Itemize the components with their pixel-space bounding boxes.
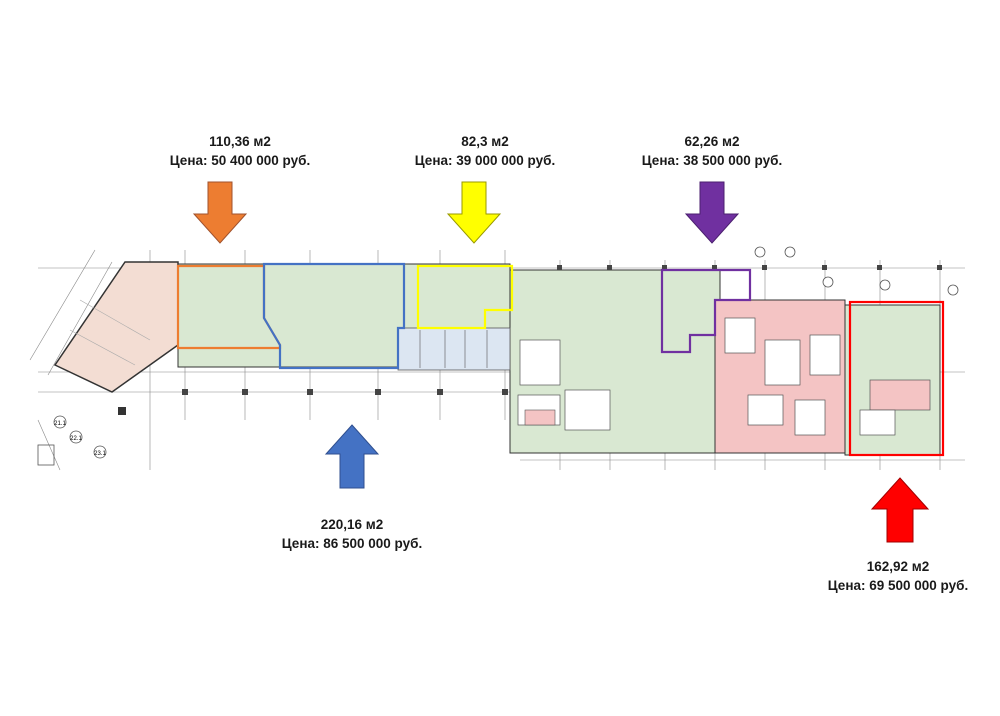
pointer-arrows [192,181,930,543]
unit-label-yellow: 82,3 м2 Цена: 39 000 000 руб. [395,132,575,170]
left-wing [29,249,179,415]
unit-outline-red [848,300,945,457]
unit-area: 220,16 м2 [320,517,384,532]
unit-price: Цена: 39 000 000 руб. [414,153,556,168]
unit-price: Цена: 38 500 000 руб. [641,153,783,168]
columns [182,265,942,395]
axis-label: 22.1 [70,436,82,442]
pink-zone [714,299,941,456]
unit-outlines [176,262,945,457]
unit-area: 82,3 м2 [461,134,509,149]
axis-label: 21.1 [54,421,66,427]
unit-label-purple: 62,26 м2 Цена: 38 500 000 руб. [622,132,802,170]
arrow-down-purple-icon [684,181,740,244]
corner-block: 21.1 22.1 23.1 [37,415,106,471]
arrow-down-yellow-icon [446,181,502,244]
axis-markers [754,246,959,296]
unit-price: Цена: 69 500 000 руб. [827,578,969,593]
unit-label-orange: 110,36 м2 Цена: 50 400 000 руб. [150,132,330,170]
unit-area: 162,92 м2 [866,559,930,574]
unit-price: Цена: 50 400 000 руб. [169,153,311,168]
arrow-up-blue-icon [324,424,380,489]
unit-area: 62,26 м2 [684,134,740,149]
arrow-up-red-icon [870,477,930,543]
axis-label: 23.1 [94,451,106,457]
unit-outline-purple [660,268,752,354]
unit-outline-blue [262,262,406,370]
unit-price: Цена: 86 500 000 руб. [281,536,423,551]
green-zone [177,263,721,454]
arrow-down-orange-icon [192,181,248,244]
unit-label-red: 162,92 м2 Цена: 69 500 000 руб. [808,557,988,595]
unit-label-blue: 220,16 м2 Цена: 86 500 000 руб. [262,515,442,553]
unit-area: 110,36 м2 [209,134,271,149]
unit-outline-yellow [416,264,514,330]
